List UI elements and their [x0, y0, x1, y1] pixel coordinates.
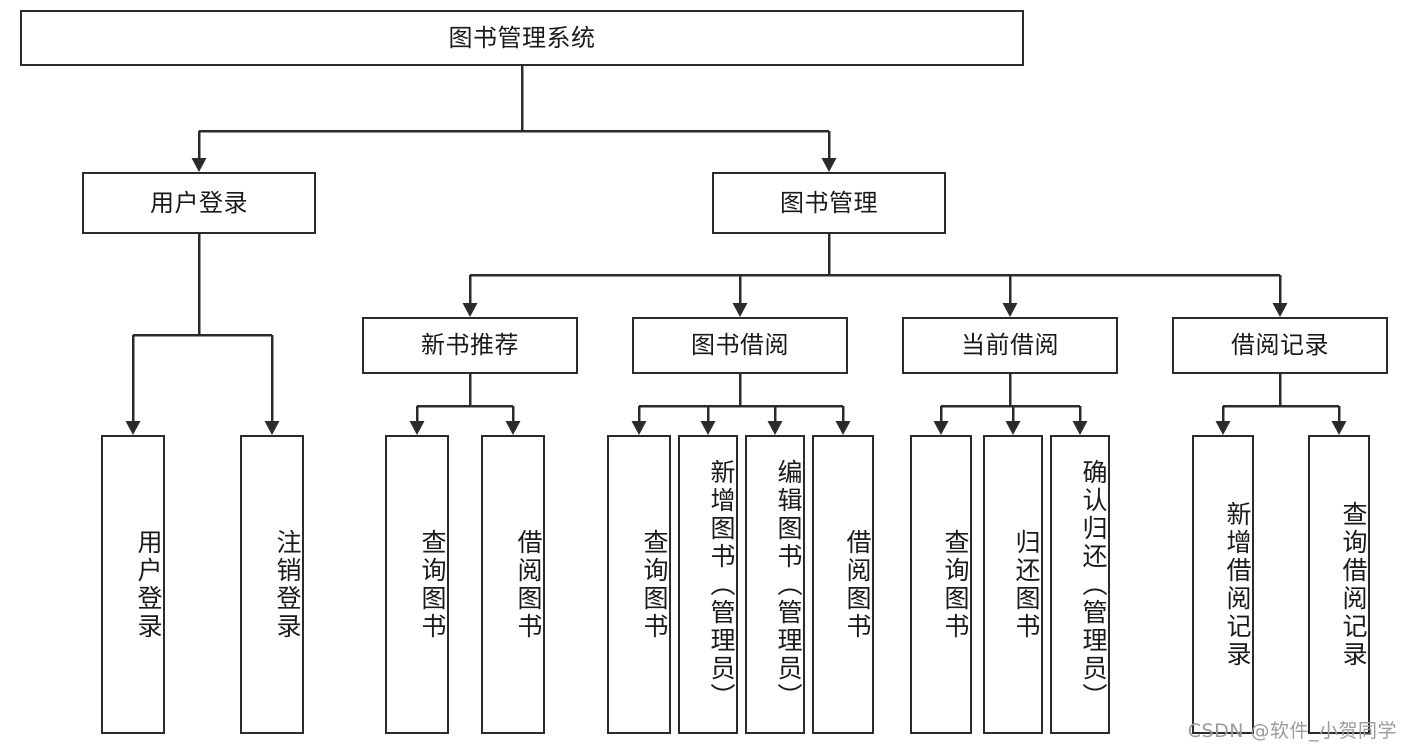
- node-label: 新增图书（管理员）: [707, 458, 736, 711]
- node-label: 新书推荐: [421, 331, 519, 360]
- node-newbook[interactable]: 新书推荐: [362, 317, 578, 374]
- node-current[interactable]: 当前借阅: [902, 317, 1118, 374]
- node-l-query1[interactable]: 查询图书: [385, 435, 449, 734]
- node-label: 编辑图书（管理员）: [774, 458, 803, 711]
- node-label: 借阅记录: [1231, 331, 1329, 360]
- node-login[interactable]: 用户登录: [82, 172, 316, 234]
- node-label: 图书管理系统: [448, 23, 596, 52]
- node-label: 查询图书: [418, 528, 447, 641]
- node-label: 查询借阅记录: [1339, 500, 1368, 669]
- node-l-add[interactable]: 新增图书（管理员）: [678, 435, 738, 734]
- node-borrow[interactable]: 图书借阅: [632, 317, 848, 374]
- node-l-logout[interactable]: 注销登录: [240, 435, 304, 734]
- node-label: 图书借阅: [691, 331, 789, 360]
- node-l-confirm[interactable]: 确认归还（管理员）: [1050, 435, 1110, 734]
- node-label: 归还图书: [1012, 528, 1041, 641]
- node-l-addrec[interactable]: 新增借阅记录: [1192, 435, 1254, 734]
- node-l-login[interactable]: 用户登录: [101, 435, 165, 734]
- node-root[interactable]: 图书管理系统: [20, 10, 1024, 66]
- node-label: 借阅图书: [514, 528, 543, 641]
- node-l-query2[interactable]: 查询图书: [607, 435, 671, 734]
- node-label: 图书管理: [780, 188, 878, 217]
- node-l-query3[interactable]: 查询图书: [910, 435, 972, 734]
- node-bookmgmt[interactable]: 图书管理: [712, 172, 946, 234]
- node-label: 查询图书: [941, 528, 970, 641]
- node-label: 用户登录: [134, 528, 163, 641]
- node-l-return[interactable]: 归还图书: [983, 435, 1043, 734]
- node-label: 注销登录: [273, 528, 302, 641]
- node-label: 借阅图书: [843, 528, 872, 641]
- node-label: 当前借阅: [961, 331, 1059, 360]
- node-l-borrow1[interactable]: 借阅图书: [481, 435, 545, 734]
- node-l-edit[interactable]: 编辑图书（管理员）: [745, 435, 805, 734]
- node-label: 用户登录: [150, 188, 248, 217]
- node-records[interactable]: 借阅记录: [1172, 317, 1388, 374]
- node-label: 查询图书: [640, 528, 669, 641]
- node-label: 新增借阅记录: [1223, 500, 1252, 669]
- node-label: 确认归还（管理员）: [1079, 458, 1108, 711]
- node-l-borrow2[interactable]: 借阅图书: [812, 435, 874, 734]
- node-l-qryrec[interactable]: 查询借阅记录: [1308, 435, 1370, 734]
